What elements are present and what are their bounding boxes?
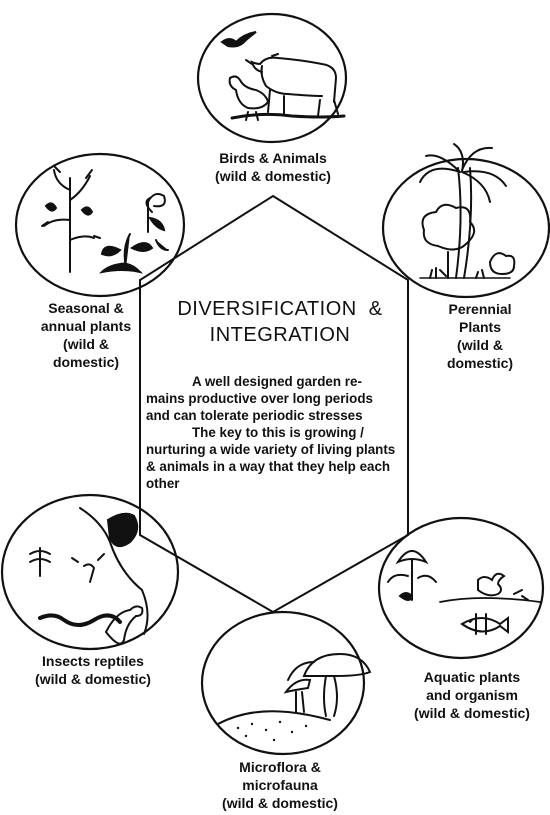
perennial-line2: Plants (425, 318, 535, 336)
seasonal-plants-icon (42, 166, 168, 272)
seasonal-line1: Seasonal & (30, 299, 142, 317)
center-title-line1: DIVERSIFICATION & (160, 296, 400, 322)
insects-line1: Insects reptiles (18, 652, 168, 670)
center-title-line2: INTEGRATION (160, 322, 400, 348)
label-seasonal: Seasonal & annual plants (wild & domesti… (30, 299, 142, 371)
label-perennial: Perennial Plants (wild & domestic) (425, 300, 535, 372)
microflora-line1: Microflora & (210, 758, 350, 776)
seasonal-line2: annual plants (30, 317, 142, 335)
perennial-line3: (wild & (425, 336, 535, 354)
circle-microflora (202, 612, 364, 754)
center-title: DIVERSIFICATION & INTEGRATION (160, 296, 400, 348)
perennial-line1: Perennial (425, 300, 535, 318)
insects-reptiles-icon (30, 508, 148, 644)
center-paragraph-2: The key to this is growing / nurturing a… (146, 424, 400, 492)
circle-insects (2, 495, 178, 649)
seasonal-line4: domestic) (30, 353, 142, 371)
insects-line2: (wild & domestic) (18, 670, 168, 688)
mushroom-icon (218, 654, 370, 741)
center-paragraph-1: A well designed garden re-mains producti… (146, 373, 400, 424)
circle-aquatic (379, 518, 543, 658)
bird-cow-icon (222, 32, 344, 120)
birds-animals-line1: Birds & Animals (198, 149, 348, 167)
aquatic-line3: (wild & domestic) (398, 704, 546, 722)
aquatic-line1: Aquatic plants (398, 668, 546, 686)
perennial-line4: domestic) (425, 354, 535, 372)
aquatic-line2: and organism (398, 686, 546, 704)
label-aquatic: Aquatic plants and organism (wild & dome… (398, 668, 546, 722)
aquatic-life-icon (388, 551, 540, 634)
label-microflora: Microflora & microfauna (wild & domestic… (210, 758, 350, 812)
microflora-line2: microfauna (210, 776, 350, 794)
label-birds-animals: Birds & Animals (wild & domestic) (198, 149, 348, 185)
microflora-line3: (wild & domestic) (210, 794, 350, 812)
seasonal-line3: (wild & (30, 335, 142, 353)
label-insects: Insects reptiles (wild & domestic) (18, 652, 168, 688)
birds-animals-line2: (wild & domestic) (198, 167, 348, 185)
circle-birds-animals (198, 14, 346, 142)
circle-perennial (383, 159, 549, 297)
center-body: A well designed garden re-mains producti… (146, 373, 400, 492)
